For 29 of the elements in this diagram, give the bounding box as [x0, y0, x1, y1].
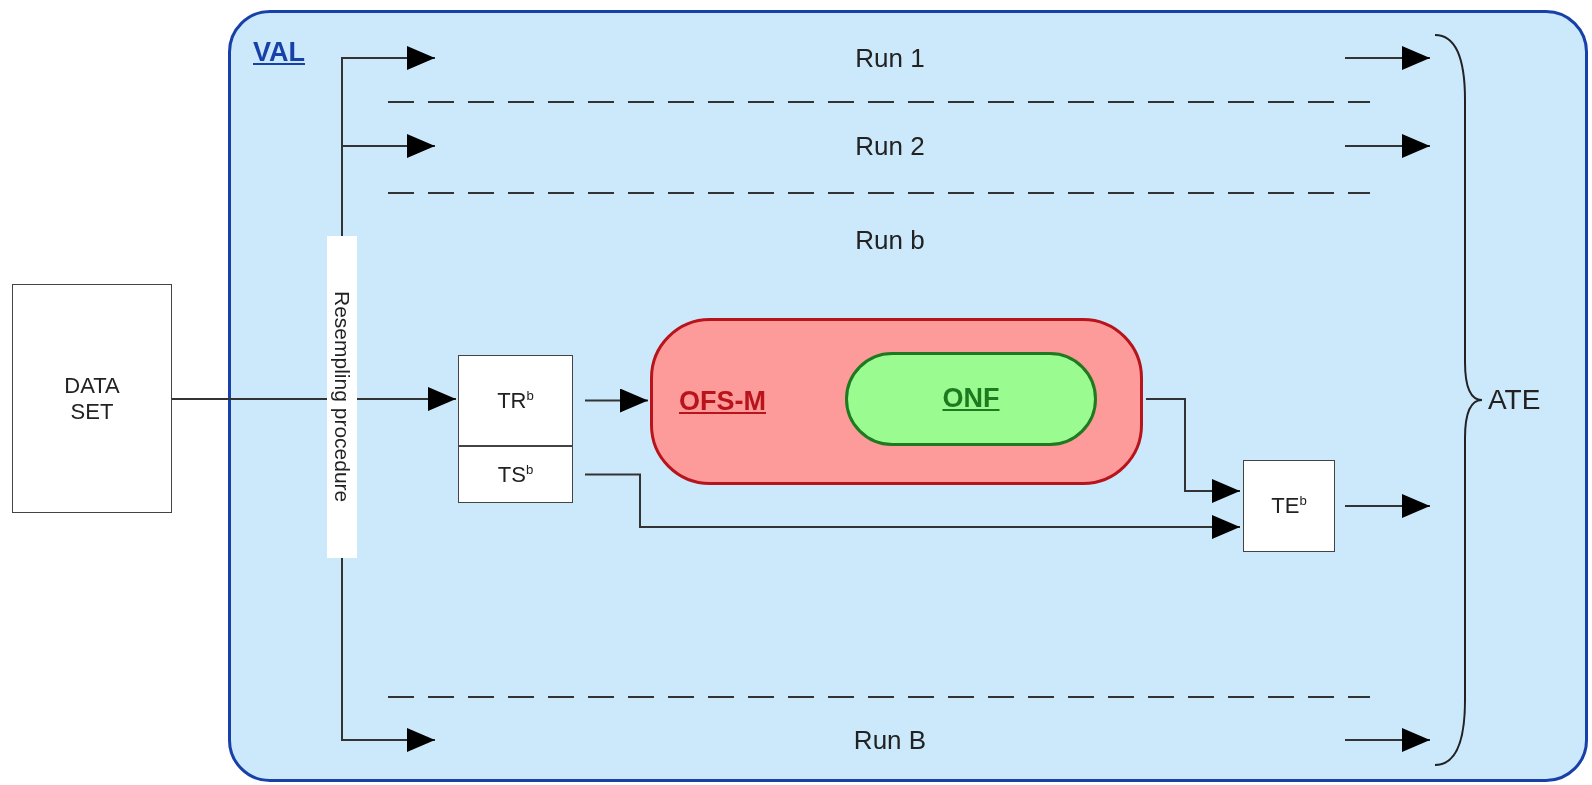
text-label: Run 2	[855, 130, 925, 162]
connector-arrow	[1344, 728, 1431, 752]
node-label: ONF	[942, 383, 1000, 415]
process-box	[458, 355, 573, 446]
process-box	[1243, 460, 1335, 552]
connector-arrow	[584, 473, 1241, 539]
connector-arrow	[1145, 398, 1241, 503]
node-label: OFS-M	[679, 385, 766, 417]
rounded-box	[650, 318, 1143, 485]
connector-arrow	[584, 388, 649, 413]
text-label: Run B	[853, 724, 927, 756]
connector-arrow	[1344, 494, 1431, 518]
node-label: DATA SET	[63, 373, 121, 424]
panel-title: VAL	[253, 37, 305, 68]
node-label: TS$^{b}$	[497, 461, 534, 488]
connector-arrow	[1344, 134, 1431, 158]
node-label: TE$^{b}$	[1271, 493, 1307, 519]
node-label: TR$^{b}$	[497, 387, 534, 414]
text-label: Run 1	[855, 42, 925, 74]
process-box	[12, 284, 172, 513]
connector-arrow	[341, 134, 436, 237]
text-label: Run b	[855, 224, 925, 256]
rounded-panel	[228, 10, 1588, 782]
node-label: ATE	[1488, 383, 1541, 417]
process-box	[458, 446, 573, 503]
connector-arrow	[341, 557, 436, 752]
connector-arrow	[1344, 46, 1431, 70]
vertical-label: Resempling procedure	[327, 236, 357, 558]
connector-arrow	[356, 387, 457, 411]
